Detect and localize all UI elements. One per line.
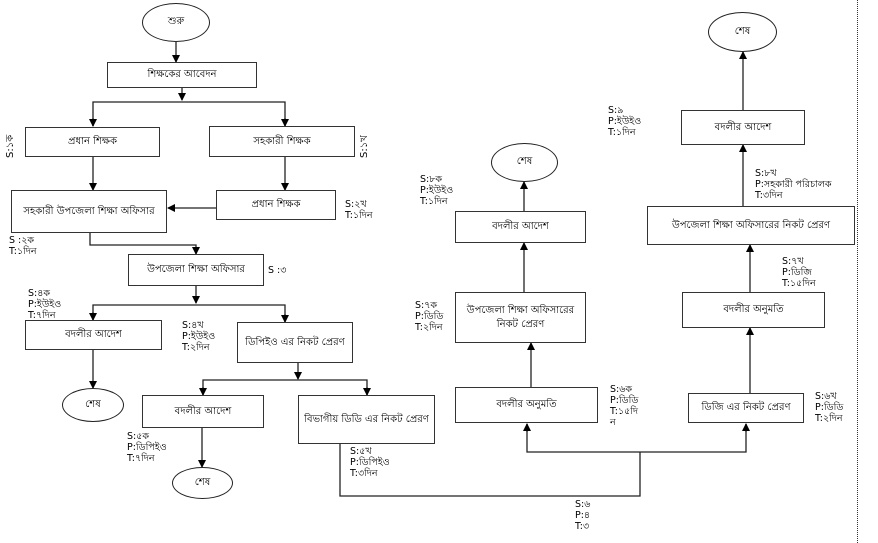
annotation-line: T:১দিন	[9, 246, 37, 257]
split-line-3	[202, 379, 368, 395]
annotation-line: T:৭দিন	[28, 310, 56, 321]
annotation-s8k: S:৮ক P:ইউইও T:১দিন	[420, 174, 453, 207]
annotation-s9: S:৯ P:ইউইও T:১দিন	[608, 105, 641, 138]
annotation-line: S :২ক	[9, 235, 35, 246]
annotation-line: T:৭দিন	[127, 453, 155, 464]
annotation-line: P:ডিজি	[782, 267, 812, 278]
annotation-line: T:১দিন	[420, 196, 448, 207]
arrow-auo-to-uo	[89, 233, 200, 255]
annotation-s7k: S:৭ক P:ডিডি T:২দিন	[415, 300, 443, 333]
annotation-s2k: S :২ক T:১দিন	[9, 235, 37, 257]
annotation-line: S:৬ক	[610, 384, 633, 395]
annotation-s6k: S:৬ক P:ডিডি T:১৫দি ন	[610, 384, 638, 428]
annotation-line: T:৩	[575, 521, 590, 532]
annotation-line: P:ইউইও	[608, 116, 642, 127]
end-node-2: শেষ	[172, 467, 233, 499]
split-line-1	[92, 101, 286, 126]
annotation-line: P:ডিডি	[610, 395, 639, 406]
annotation-line: S:৮ক	[420, 174, 443, 185]
send-to-upazila-officer-node-2: উপজেলা শিক্ষা অফিসারের নিকট প্রেরণ	[647, 206, 855, 245]
split-line-4	[526, 424, 747, 453]
transfer-permission-node-1: বদলীর অনুমতি	[455, 387, 598, 423]
annotation-s5k: S:৫ক P:ডিপিইও T:৭দিন	[127, 431, 167, 464]
transfer-order-node-2: বদলীর আদেশ	[142, 395, 264, 428]
send-to-dg-node: ডিজি এর নিকট প্রেরণ	[688, 393, 804, 423]
end-node-4: শেষ	[708, 12, 777, 52]
annotation-line: S:৯	[608, 105, 624, 116]
annotation-line: T:১৫দি	[610, 406, 638, 417]
annotation-line: T:২দিন	[415, 322, 443, 333]
head-teacher-left-node: প্রধান শিক্ষক	[25, 127, 160, 157]
head-teacher-right-node: প্রধান শিক্ষক	[216, 190, 336, 220]
annotation-line: S:৫ক	[127, 431, 150, 442]
annotation-line: ন	[610, 417, 616, 428]
annotation-line: T:৩দিন	[350, 468, 378, 479]
transfer-order-node-1: বদলীর আদেশ	[25, 320, 162, 350]
annotation-s7kh: S:৭খ P:ডিজি T:১৫দিন	[782, 256, 816, 289]
annotation-line: P:ডিডি	[815, 402, 844, 413]
annotation-line: T:১দিন	[345, 210, 373, 221]
transfer-permission-node-2: বদলীর অনুমতি	[682, 292, 825, 328]
annotation-line: T:৩দিন	[755, 190, 783, 201]
annotation-line: S :৩	[268, 265, 287, 276]
annotation-s2kh: S:২খ T:১দিন	[345, 199, 373, 221]
annotation-line: S:২খ	[345, 199, 367, 210]
upazila-officer-node: উপজেলা শিক্ষা অফিসার	[128, 254, 264, 286]
annotation-s1kh: S:১খ	[359, 135, 370, 158]
annotation-line: T:১৫দিন	[782, 278, 816, 289]
transfer-order-node-4: বদলীর আদেশ	[681, 110, 805, 145]
annotation-line: S:৮খ	[755, 168, 777, 179]
transfer-order-node-3: বদলীর আদেশ	[455, 211, 586, 243]
annotation-s6kh: S:৬খ P:ডিডি T:২দিন	[815, 391, 843, 424]
annotation-s8kh: S:৮খ P:সহকারী পরিচালক T:৩দিন	[755, 168, 832, 201]
annotation-line: S:৪খ	[182, 320, 204, 331]
start-node: শুরু	[142, 3, 210, 42]
annotation-line: P:সহকারী পরিচালক	[755, 179, 832, 190]
assistant-teacher-node: সহকারী শিক্ষক	[209, 126, 355, 157]
annotation-s5kh: S:৫খ P:ডিপিইও T:৩দিন	[350, 446, 390, 479]
annotation-line: S:৬	[575, 499, 591, 510]
send-to-upazila-officer-node-1: উপজেলা শিক্ষা অফিসারের নিকট প্রেরণ	[455, 292, 586, 343]
annotation-line: P:৪	[575, 510, 591, 521]
annotation-line: P:ডিডি	[415, 311, 444, 322]
annotation-line: S:৭খ	[782, 256, 804, 267]
annotation-line: P:ইউইও	[420, 185, 454, 196]
annotation-line: P:ডিপিইও	[127, 442, 167, 453]
annotation-line: T:১দিন	[608, 127, 636, 138]
page-margin-divider	[857, 0, 858, 543]
assistant-upazila-officer-node: সহকারী উপজেলা শিক্ষা অফিসার	[11, 190, 167, 233]
annotation-line: S:৭ক	[415, 300, 438, 311]
annotation-s6: S:৬ P:৪ T:৩	[575, 499, 590, 532]
annotation-line: T:২দিন	[182, 342, 210, 353]
send-to-dpeo-node: ডিপিইও এর নিকট প্রেরণ	[237, 322, 353, 363]
annotation-line: T:২দিন	[815, 413, 843, 424]
annotation-s3: S :৩	[268, 265, 286, 276]
annotation-line: P:ইউইও	[28, 299, 62, 310]
annotation-s1k: S:১ক	[5, 134, 16, 158]
annotation-line: S:৫খ	[350, 446, 372, 457]
annotation-s4k: S:৪ক P:ইউইও T:৭দিন	[28, 288, 61, 321]
annotation-line: P:ডিপিইও	[350, 457, 390, 468]
send-to-divisional-dd-node: বিভাগীয় ডিডি এর নিকট প্রেরণ	[298, 395, 435, 444]
application-node: শিক্ষকের আবেদন	[107, 62, 257, 88]
annotation-line: S:৬খ	[815, 391, 837, 402]
annotation-line: S:৪ক	[28, 288, 51, 299]
annotation-line: P:ইউইও	[182, 331, 216, 342]
end-node-3: শেষ	[491, 143, 558, 182]
end-node-1: শেষ	[62, 388, 124, 422]
annotation-s4kh: S:৪খ P:ইউইও T:২দিন	[182, 320, 215, 353]
line-dd-to-split	[339, 444, 641, 497]
